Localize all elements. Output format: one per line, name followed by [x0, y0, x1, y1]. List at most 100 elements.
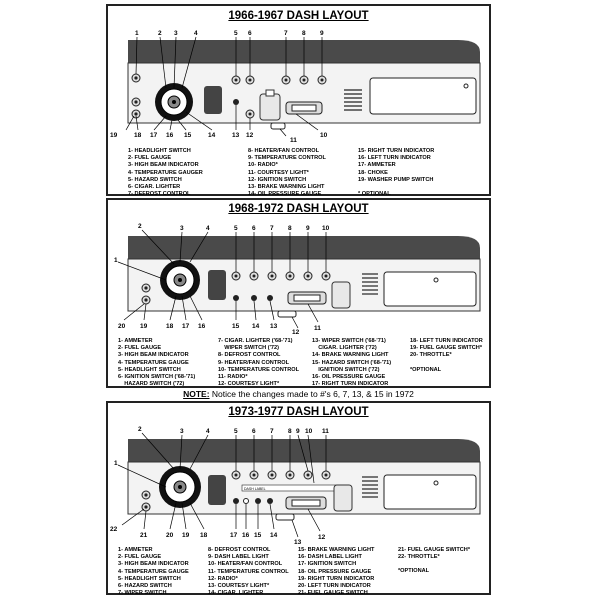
legend-item: 11- TEMPERATURE CONTROL: [208, 568, 289, 575]
legend-col-1: 1- AMMETER 2- FUEL GAUGE 3- HIGH BEAM IN…: [118, 547, 189, 597]
note-text: Notice the changes made to #'s 6, 7, 13,…: [209, 389, 414, 399]
legend-item: 3- HIGH BEAM INDICATOR: [118, 561, 189, 568]
dash-diagram-1966-1967: 1 2 3 4 5 6 7 8 9 19 18 17 16 15 14 13 1…: [110, 30, 481, 144]
callout-16: 16: [242, 532, 250, 539]
legend-item: 19- FUEL GAUGE SWITCH*: [410, 345, 483, 352]
callout-14: 14: [270, 532, 278, 539]
legend-item: 6- IGNITION SWITCH ('68-'71): [118, 374, 196, 381]
callout-19: 19: [110, 132, 118, 139]
callout-10: 10: [322, 225, 330, 232]
callout-11: 11: [314, 325, 321, 332]
legend-col-3: 13- WIPER SWITCH ('68-'71) CIGAR. LIGHTE…: [312, 338, 391, 388]
legend-item: 21- FUEL GAUGE SWITCH*: [398, 547, 471, 553]
legend-item: 21- FUEL GAUGE SWITCH: [298, 590, 368, 597]
legend-item: 17- IGNITION SWITCH: [298, 561, 357, 568]
legend-item: 8- HEATER/FAN CONTROL: [248, 148, 320, 154]
change-note: NOTE: Notice the changes made to #'s 6, …: [106, 389, 491, 399]
note-label: NOTE:: [183, 389, 210, 399]
callout-16: 16: [166, 132, 174, 139]
callout-7: 7: [270, 225, 274, 232]
callout-18: 18: [134, 132, 142, 139]
callout-2: 2: [138, 223, 142, 230]
legend-item: 2- FUEL GAUGE: [128, 155, 172, 162]
callout-4: 4: [206, 225, 210, 232]
legend-item: 4- TEMPERATURE GAUGE: [118, 568, 189, 575]
callout-4: 4: [206, 428, 210, 435]
legend-item: *OPTIONAL: [410, 366, 442, 373]
legend-item: 19- WASHER PUMP SWITCH: [358, 176, 434, 183]
legend-item: * OPTIONAL: [358, 191, 391, 198]
callout-5: 5: [234, 428, 238, 435]
callout-6: 6: [248, 30, 252, 37]
legend-item: CIGAR. LIGHTER ('72): [312, 345, 377, 352]
legend-col-2: 7- CIGAR. LIGHTER ('68-'71) WIPER SWITCH…: [218, 338, 299, 388]
legend-item: WIPER SWITCH ('72): [218, 345, 279, 352]
callout-15: 15: [254, 532, 262, 539]
legend-item: HAZARD SWITCH ('72): [118, 381, 185, 388]
callout-1: 1: [135, 30, 139, 37]
callout-3: 3: [174, 30, 178, 37]
callout-21: 21: [140, 532, 148, 539]
callout-8: 8: [288, 225, 292, 232]
legend-col-2: 8- DEFROST CONTROL 9- DASH LABEL LIGHT 1…: [208, 547, 289, 597]
callout-15: 15: [232, 323, 240, 330]
legend-item: 12- COURTESY LIGHT*: [218, 381, 280, 388]
legend-item: IGNITION SWITCH ('72): [312, 366, 380, 373]
legend-item: 5- HEADLIGHT SWITCH: [118, 366, 181, 373]
legend-item: 12- RADIO*: [208, 575, 238, 582]
legend-item: 7- WIPER SWITCH: [118, 590, 167, 597]
legend-item: 17- AMMETER: [358, 162, 396, 169]
legend-item: 7- CIGAR. LIGHTER ('68-'71): [218, 338, 293, 344]
legend-item: 17- RIGHT TURN INDICATOR: [312, 381, 389, 388]
legend-item: 15- RIGHT TURN INDICATOR: [358, 148, 435, 154]
callout-22: 22: [110, 526, 118, 533]
callout-19: 19: [182, 532, 190, 539]
callout-4: 4: [194, 30, 198, 37]
legend-item: 4- TEMPERATURE GAUGER: [128, 169, 203, 176]
legend-item: 16- DASH LABEL LIGHT: [298, 554, 362, 561]
callout-7: 7: [270, 428, 274, 435]
panel-1966-1967: 1966-1967 DASH LAYOUT: [106, 4, 491, 198]
legend-item: [358, 184, 434, 191]
callout-5: 5: [234, 225, 238, 232]
panel-1968-1972: 1968-1972 DASH LAYOUT: [106, 198, 491, 388]
legend-item: 7- DEFROST CONTROL: [128, 191, 191, 198]
callout-8: 8: [288, 428, 292, 435]
legend-item: 3- HIGH BEAM INDICATOR: [118, 352, 189, 359]
legend-item: 16- OIL PRESSURE GAUGE: [312, 374, 386, 381]
dash-label-text: DASH LABEL: [244, 487, 266, 491]
legend-item: 5- HEADLIGHT SWITCH: [118, 575, 181, 582]
callout-9: 9: [296, 428, 300, 435]
callout-7: 7: [284, 30, 288, 37]
callout-18: 18: [200, 532, 208, 539]
callout-2: 2: [138, 426, 142, 433]
legend-item: 18- LEFT TURN INDICATOR: [410, 338, 483, 344]
legend-item: 10- RADIO*: [248, 162, 278, 169]
legend-item: 10- TEMPERATURE CONTROL: [218, 366, 300, 373]
legend-item: 18- OIL PRESSURE GAUGE: [298, 568, 372, 575]
callout-1: 1: [114, 460, 118, 467]
callout-14: 14: [208, 132, 216, 139]
callout-12: 12: [318, 534, 326, 541]
legend-item: 9- TEMPERATURE CONTROL: [248, 155, 326, 162]
callout-13: 13: [232, 132, 240, 139]
callout-9: 9: [306, 225, 310, 232]
legend-item: 6- CIGAR. LIGHTER: [128, 184, 181, 191]
callout-16: 16: [198, 323, 206, 330]
legend-item: 13- WIPER SWITCH ('68-'71): [312, 338, 386, 344]
callout-8: 8: [302, 30, 306, 37]
callout-11: 11: [322, 428, 329, 435]
legend-item: 16- LEFT TURN INDICATOR: [358, 155, 431, 162]
callout-12: 12: [292, 329, 300, 336]
legend-col-4: 18- LEFT TURN INDICATOR 19- FUEL GAUGE S…: [410, 338, 483, 374]
legend-col-1: 1- HEADLIGHT SWITCH 2- FUEL GAUGE 3- HIG…: [128, 148, 203, 198]
callout-10: 10: [320, 132, 328, 139]
legend-item: 12- IGNITION SWITCH: [248, 176, 307, 183]
callout-13: 13: [270, 323, 278, 330]
callout-20: 20: [166, 532, 174, 539]
callout-19: 19: [140, 323, 148, 330]
legend-item: 13- COURTESY LIGHT*: [208, 583, 270, 590]
legend-col-1: 1- AMMETER 2- FUEL GAUGE 3- HIGH BEAM IN…: [118, 338, 195, 388]
callout-10: 10: [305, 428, 313, 435]
legend-item: 5- HAZARD SWITCH: [128, 176, 182, 183]
